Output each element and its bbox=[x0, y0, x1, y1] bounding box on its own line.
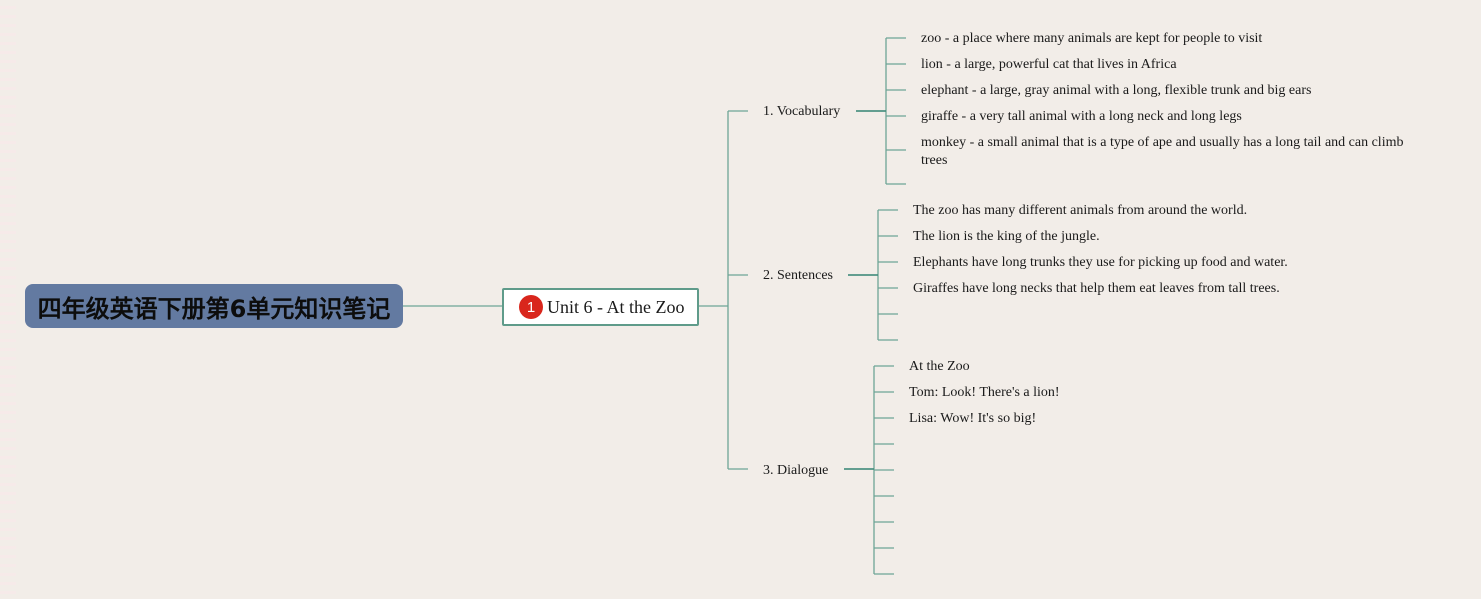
branch-dialogue[interactable]: 3. Dialogue bbox=[763, 463, 829, 478]
dialogue-item[interactable]: At the Zoo bbox=[909, 359, 970, 374]
vocab-item-giraffe[interactable]: giraffe - a very tall animal with a long… bbox=[921, 109, 1242, 124]
left-edge-decoration bbox=[0, 0, 16, 599]
sentence-item[interactable]: Elephants have long trunks they use for … bbox=[913, 255, 1288, 270]
vocab-item-elephant[interactable]: elephant - a large, gray animal with a l… bbox=[921, 83, 1312, 98]
sentence-item[interactable]: Giraffes have long necks that help them … bbox=[913, 281, 1280, 296]
branch-vocabulary[interactable]: 1. Vocabulary bbox=[763, 104, 841, 119]
dialogue-item[interactable]: Tom: Look! There's a lion! bbox=[909, 385, 1060, 400]
vocab-item-monkey[interactable]: monkey - a small animal that is a type o… bbox=[921, 135, 1404, 168]
sentence-item[interactable]: The zoo has many different animals from … bbox=[913, 203, 1248, 218]
main-topic[interactable]: 1 Unit 6 - At the Zoo bbox=[502, 288, 699, 326]
priority-badge: 1 bbox=[519, 295, 543, 319]
root-topic[interactable]: 四年级英语下册第6单元知识笔记 bbox=[25, 284, 403, 328]
main-topic-label: Unit 6 - At the Zoo bbox=[547, 296, 685, 317]
vocab-item-lion[interactable]: lion - a large, powerful cat that lives … bbox=[921, 57, 1177, 72]
dialogue-item[interactable]: Lisa: Wow! It's so big! bbox=[909, 411, 1037, 426]
branch-sentences[interactable]: 2. Sentences bbox=[763, 268, 833, 283]
sentence-item[interactable]: The lion is the king of the jungle. bbox=[913, 229, 1100, 244]
root-topic-title: 四年级英语下册第6单元知识笔记 bbox=[37, 294, 391, 323]
vocab-item-zoo[interactable]: zoo - a place where many animals are kep… bbox=[921, 31, 1263, 46]
